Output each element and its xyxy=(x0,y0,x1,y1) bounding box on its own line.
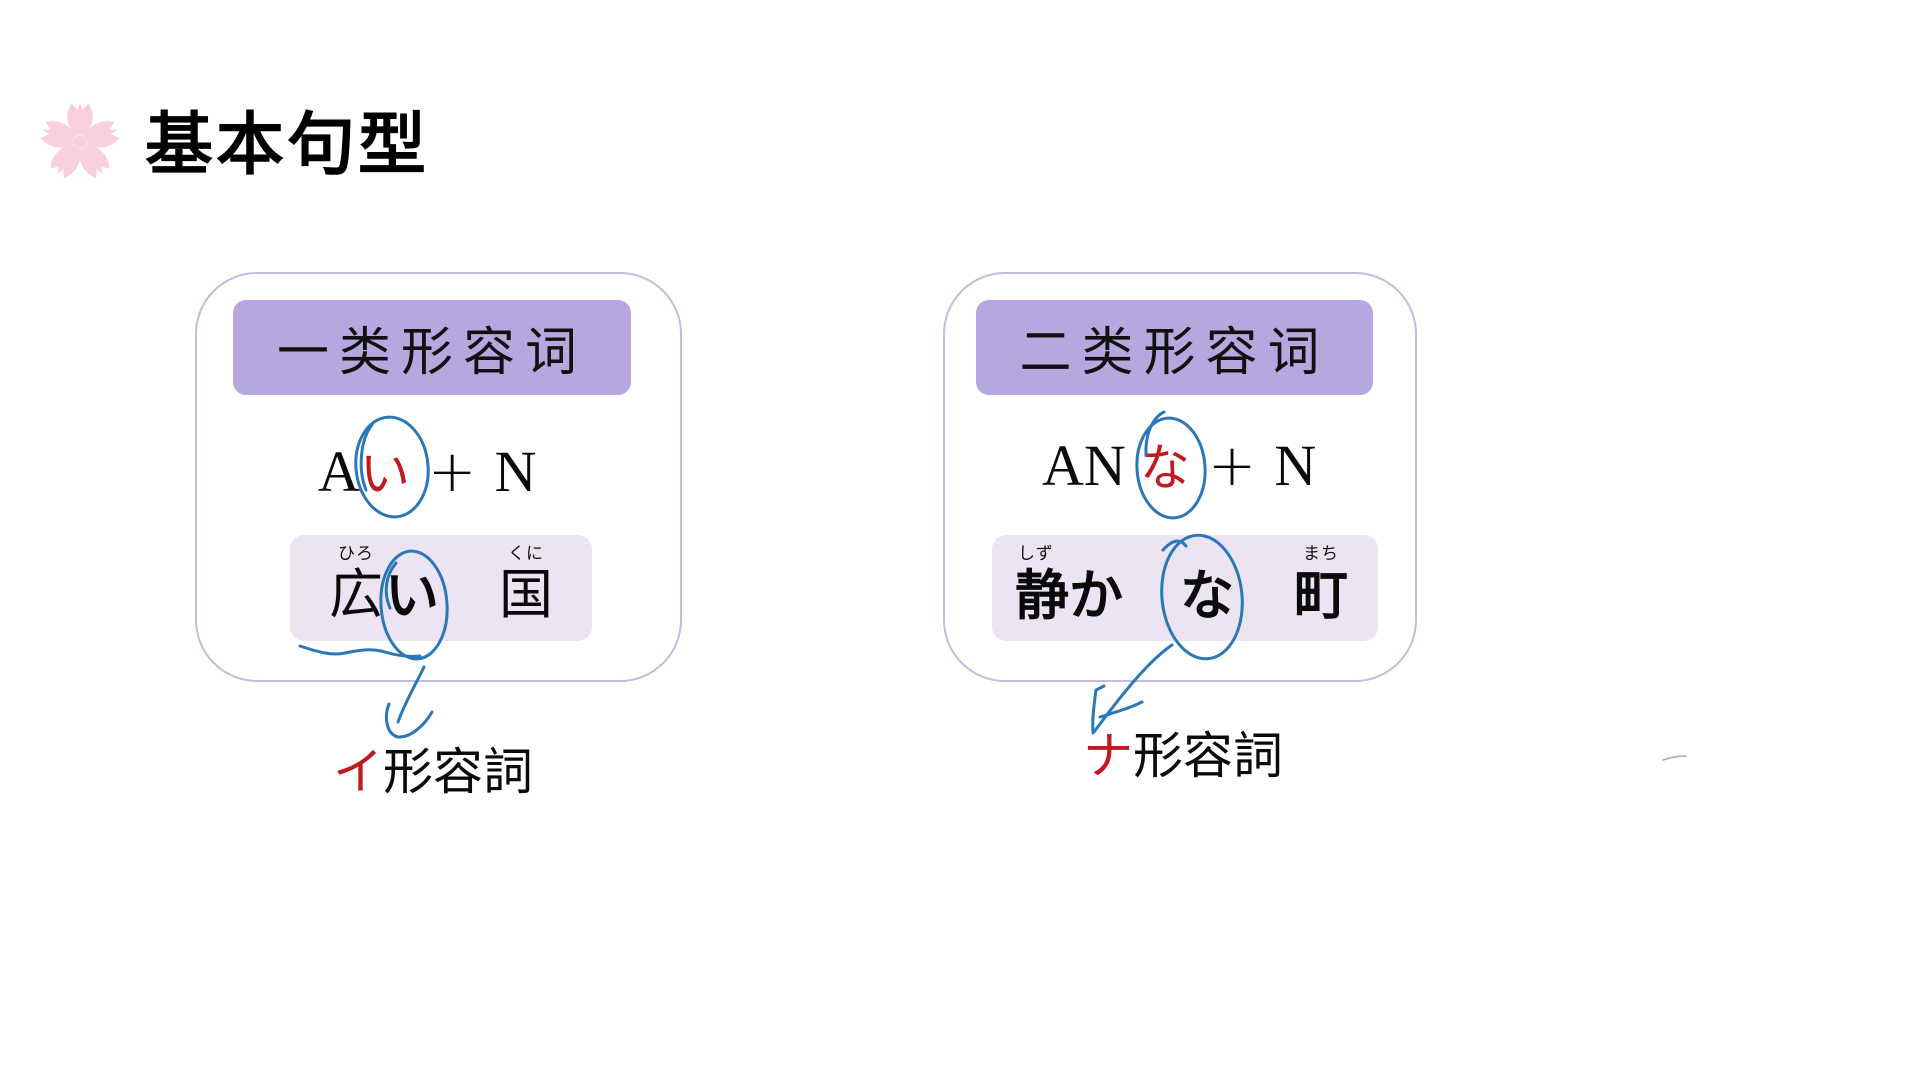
label-text: 形容詞 xyxy=(383,743,533,801)
furigana: まち xyxy=(1303,544,1339,564)
kanji: 町 xyxy=(1294,563,1348,627)
furigana: ひろ xyxy=(338,544,374,564)
kanji: 国 xyxy=(499,563,553,626)
example-particle: い xyxy=(384,543,440,625)
furigana: しず xyxy=(1018,544,1054,564)
stray-mark xyxy=(1662,755,1687,761)
formula-prefix: A xyxy=(318,439,360,504)
label-text: 形容詞 xyxy=(1133,727,1283,785)
example-word: ひろ 広 xyxy=(328,543,384,625)
example-particle: な xyxy=(1178,543,1236,625)
example-word: まち 町 xyxy=(1292,543,1350,625)
kanji: 広 xyxy=(329,563,383,626)
i-adjective-header: 一类形容词 xyxy=(233,300,631,395)
i-adjective-formula: Aい + N xyxy=(318,436,536,506)
example-word: しず 静か xyxy=(1010,543,1128,625)
formula-particle: な xyxy=(1139,439,1190,497)
sakura-flower-icon xyxy=(38,102,122,182)
furigana: くに xyxy=(508,544,544,564)
particle-kana: い xyxy=(385,563,439,627)
i-adjective-label: イ形容詞 xyxy=(333,742,533,802)
example-word: くに 国 xyxy=(497,543,555,625)
particle-kana: な xyxy=(1180,563,1234,627)
formula-noun: N xyxy=(1274,433,1317,498)
na-adjective-header: 二类形容词 xyxy=(976,300,1373,395)
formula-noun: N xyxy=(494,439,537,504)
formula-plus: + xyxy=(1207,431,1257,499)
kanji: 静か xyxy=(1015,563,1123,627)
na-adjective-label: ナ形容詞 xyxy=(1083,726,1283,786)
formula-prefix: AN xyxy=(1042,433,1126,498)
formula-particle: い xyxy=(359,445,410,503)
label-marker: イ xyxy=(333,743,383,801)
formula-plus: + xyxy=(427,437,477,505)
label-marker: ナ xyxy=(1083,727,1133,785)
page-title: 基本句型 xyxy=(145,106,430,185)
